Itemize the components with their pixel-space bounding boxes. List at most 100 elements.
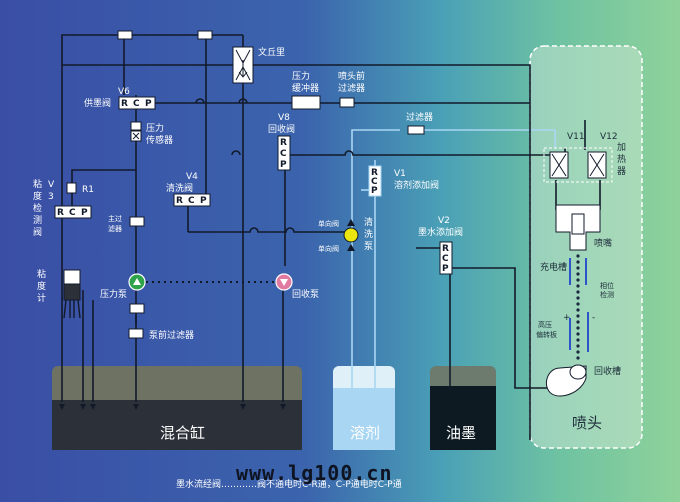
junction-pump bbox=[129, 303, 145, 314]
hv-deflector-label-2: 偏转板 bbox=[536, 330, 557, 339]
check-valve-top bbox=[347, 219, 355, 226]
charge-slot-label: 充电槽 bbox=[540, 261, 567, 273]
v12-label: V12 bbox=[600, 132, 618, 142]
valve-v11 bbox=[549, 151, 569, 179]
v2-code: V2 bbox=[438, 216, 450, 226]
flow-arrows bbox=[59, 404, 286, 410]
mix-tank bbox=[52, 408, 302, 450]
pressure-buffer-label-1: 压力 bbox=[292, 70, 310, 82]
v8-name: 回收阀 bbox=[268, 123, 295, 135]
pre-nozzle-filter bbox=[339, 97, 355, 108]
solvent-tank-label: 溶剂 bbox=[350, 424, 380, 442]
solvent-filter bbox=[407, 125, 425, 135]
check-valve-bottom bbox=[347, 244, 355, 251]
recovery-pump-label: 回收泵 bbox=[292, 288, 319, 300]
pressure-pump-label: 压力泵 bbox=[100, 288, 127, 300]
mix-tank-label: 混合缸 bbox=[160, 424, 205, 442]
svg-text:C: C bbox=[442, 254, 449, 264]
pressure-buffer bbox=[291, 95, 321, 110]
valve-v8: R C P bbox=[277, 135, 291, 171]
svg-text:R: R bbox=[280, 138, 287, 148]
svg-text:P: P bbox=[200, 196, 207, 206]
pre-nozzle-filter-label-2: 过滤器 bbox=[338, 82, 365, 94]
valve-v4: R C P bbox=[173, 193, 211, 207]
svg-text:C: C bbox=[69, 208, 76, 218]
svg-text:R: R bbox=[176, 196, 183, 206]
nozzle-tip-label: 喷嘴 bbox=[594, 238, 612, 249]
ink-tank bbox=[430, 386, 496, 450]
heater-label-2: 热 bbox=[617, 153, 626, 165]
deflector-plus-sign: + bbox=[563, 313, 571, 323]
solvent-filter-label: 过滤器 bbox=[406, 111, 433, 123]
footer-caption: 墨水流经阀…………阀不通电时C-R通，C-P通电时C-P通 bbox=[176, 478, 402, 490]
check-valve-bottom-label: 单向阀 bbox=[318, 244, 339, 253]
junction-t2 bbox=[197, 30, 213, 40]
ink-pipes bbox=[61, 34, 601, 440]
v8-code: V8 bbox=[278, 113, 290, 123]
pressure-buffer-label-2: 缓冲器 bbox=[292, 82, 319, 94]
valve-v12 bbox=[587, 151, 607, 179]
svg-text:R: R bbox=[371, 168, 378, 178]
svg-text:P: P bbox=[280, 160, 287, 170]
viscometer-label-1: 粘 bbox=[37, 268, 46, 280]
heater-zone bbox=[543, 147, 613, 183]
svg-text:C: C bbox=[133, 99, 140, 109]
phase-detect-label-1: 相位 bbox=[600, 281, 614, 290]
v11-label: V11 bbox=[567, 132, 585, 142]
recovery-gutter bbox=[545, 364, 587, 397]
svg-text:P: P bbox=[145, 99, 152, 109]
visc-valve-label-1: 粘 bbox=[33, 178, 42, 190]
junction-t1 bbox=[117, 30, 133, 40]
r1-resistor bbox=[66, 182, 77, 194]
v6-name: 供墨阀 bbox=[84, 97, 111, 109]
r1-label: R1 bbox=[82, 185, 94, 195]
hv-deflector-label-1: 高压 bbox=[538, 320, 552, 329]
valve-v3: R C P bbox=[54, 205, 92, 219]
phase-detect-label-2: 检测 bbox=[600, 290, 614, 299]
wash-pump bbox=[343, 227, 359, 243]
pre-pump-filter-label: 泵前过滤器 bbox=[149, 329, 194, 341]
wash-pump-label-1: 清 bbox=[364, 216, 373, 228]
venturi bbox=[232, 46, 254, 84]
pre-nozzle-filter-label-1: 喷头前 bbox=[338, 70, 365, 82]
viscometer-label-3: 计 bbox=[37, 292, 46, 304]
valve-v1: R C P bbox=[368, 165, 382, 197]
svg-text:P: P bbox=[371, 186, 378, 196]
venturi-label: 文丘里 bbox=[258, 46, 285, 58]
watermark: www.lg100.cn bbox=[236, 461, 393, 485]
ink-droplets bbox=[576, 254, 580, 360]
solvent-tank bbox=[333, 388, 395, 450]
solvent-pipes bbox=[351, 129, 556, 395]
heater-label-3: 器 bbox=[617, 166, 626, 177]
svg-text:C: C bbox=[188, 196, 195, 206]
valve-v6: R C P bbox=[118, 96, 156, 110]
v4-name: 清洗阀 bbox=[166, 182, 193, 194]
v3-label-2: 3 bbox=[48, 192, 54, 202]
main-filter-label-2: 滤器 bbox=[108, 224, 122, 233]
heater-label-1: 加 bbox=[617, 142, 626, 153]
svg-text:R: R bbox=[442, 244, 449, 254]
svg-text:R: R bbox=[57, 208, 64, 218]
v1-name: 溶剂添加阀 bbox=[394, 179, 439, 191]
v4-code: V4 bbox=[186, 172, 198, 182]
pressure-sensor-label-1: 压力 bbox=[146, 122, 164, 134]
ink-tank-label: 油墨 bbox=[446, 424, 476, 442]
svg-text:C: C bbox=[280, 149, 287, 159]
wash-pump-label-3: 泵 bbox=[364, 241, 373, 252]
v1-code: V1 bbox=[394, 169, 406, 179]
visc-valve-label-3: 检 bbox=[33, 202, 42, 214]
viscometer bbox=[63, 269, 81, 319]
wash-pump-label-2: 洗 bbox=[364, 228, 373, 240]
deflector-minus-sign: - bbox=[592, 313, 595, 323]
svg-text:C: C bbox=[371, 177, 378, 187]
pressure-sensor bbox=[130, 121, 142, 142]
svg-text:P: P bbox=[81, 208, 88, 218]
v2-name: 墨水添加阀 bbox=[418, 226, 463, 238]
viscometer-label-2: 度 bbox=[37, 280, 46, 292]
nozzle bbox=[555, 204, 601, 251]
nozzle-head-label: 喷头 bbox=[572, 414, 602, 432]
v6-code: V6 bbox=[118, 87, 130, 97]
svg-text:P: P bbox=[442, 264, 449, 274]
svg-text:R: R bbox=[121, 99, 128, 109]
